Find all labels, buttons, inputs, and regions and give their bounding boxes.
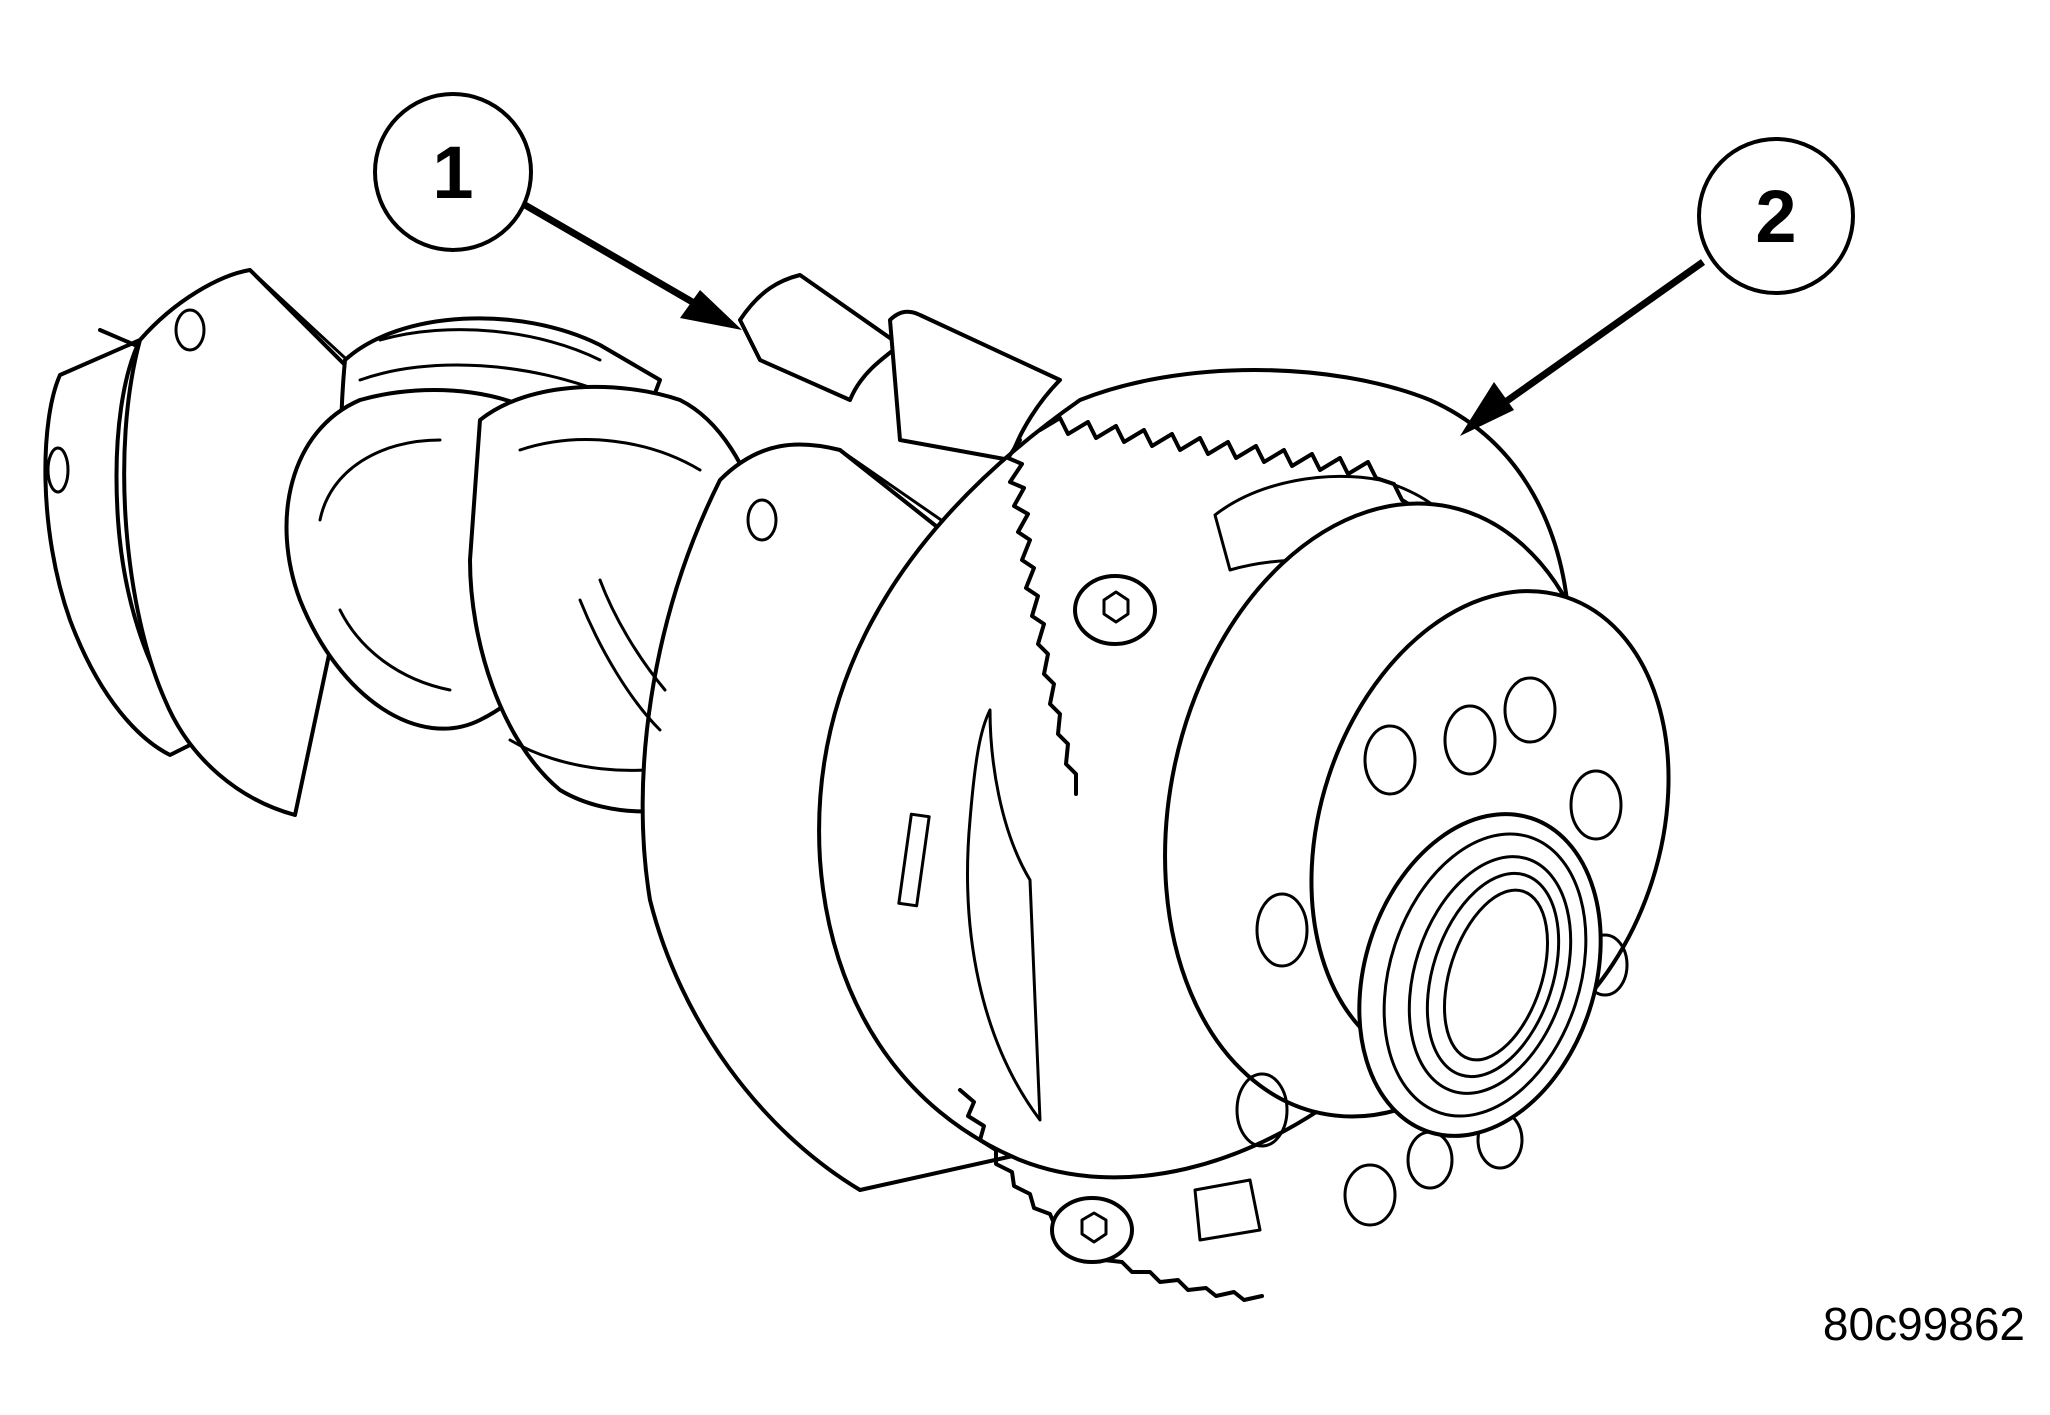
flange-bolt-holes [1235,676,1629,1227]
callout-2: 2 [1460,137,1855,436]
threaded-bore [1357,812,1603,1138]
crankshaft-snout [1163,501,1671,1227]
callout-1: 1 [373,92,742,330]
callout-2-number: 2 [1755,175,1796,258]
callout-1-number: 1 [432,131,473,214]
callout-2-arrowhead [1460,382,1514,436]
callout-2-leader [1477,259,1706,423]
callout-1-arrowhead [680,290,742,330]
screw-lower [1050,1196,1134,1264]
figure-id: 80c99862 [1823,1298,2025,1350]
callout-1-leader [523,201,722,322]
screw-upper [1073,574,1157,646]
